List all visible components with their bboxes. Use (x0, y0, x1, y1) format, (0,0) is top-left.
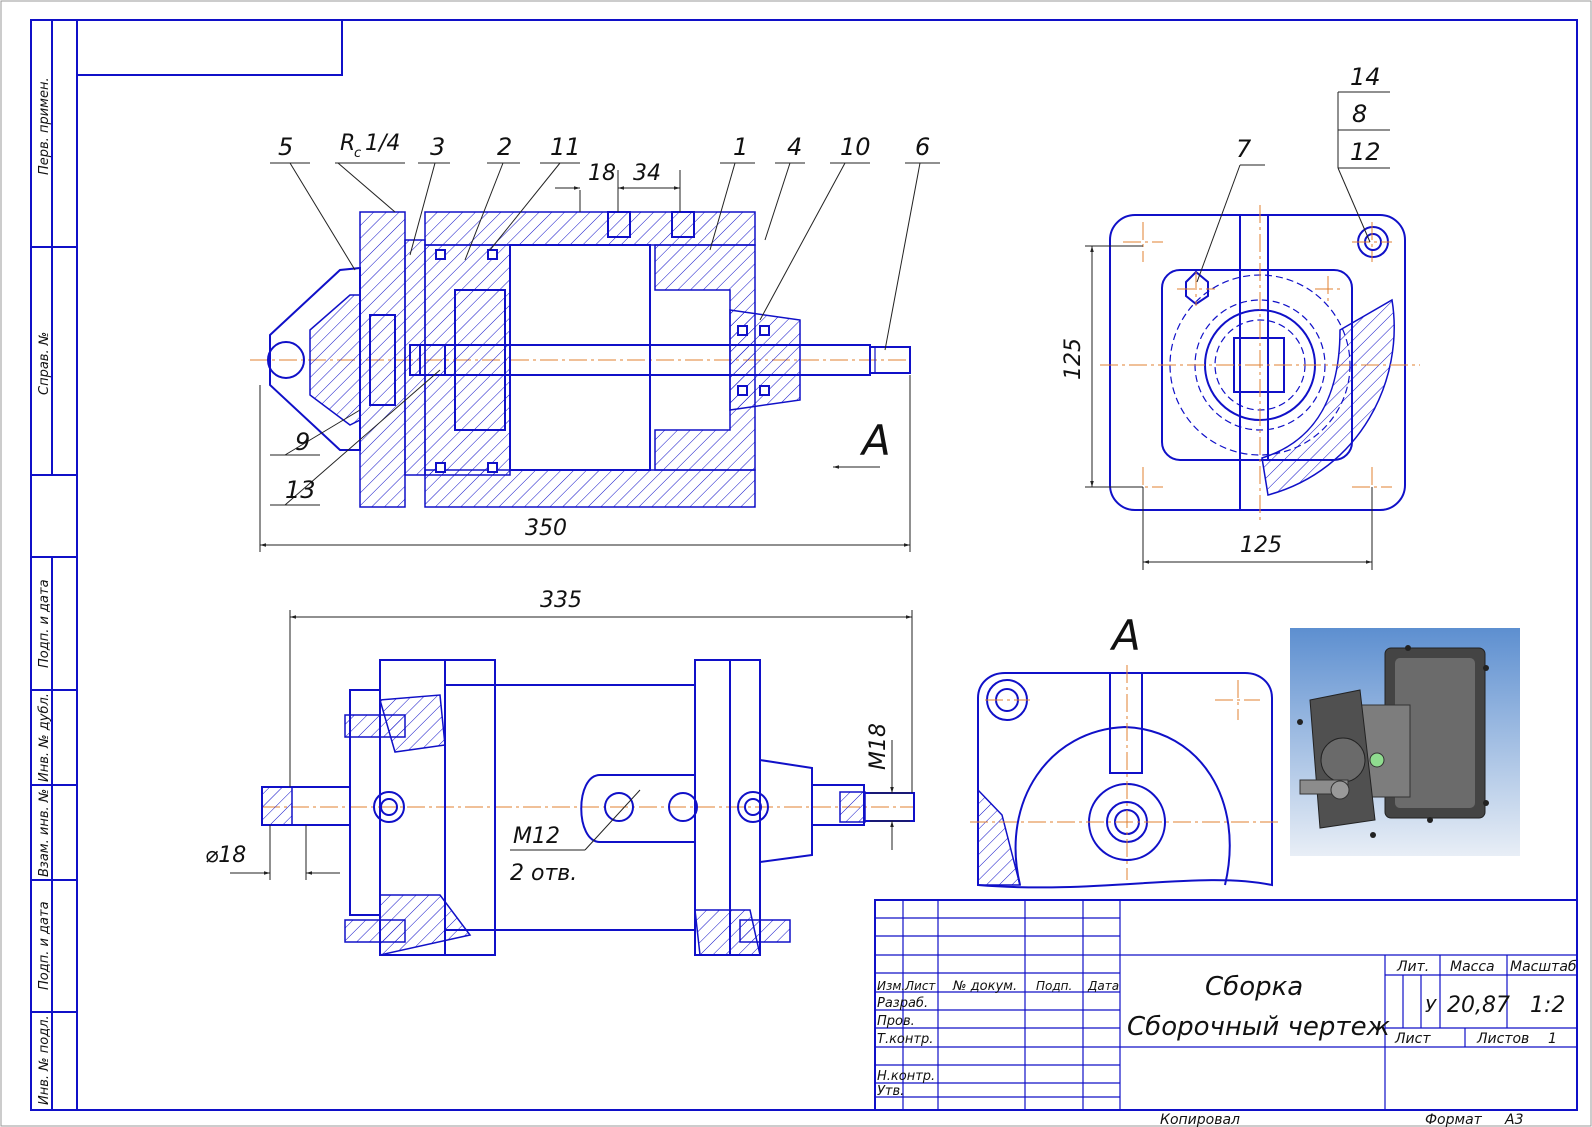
callout-label: 6 (915, 133, 930, 161)
dimension-label: 350 (525, 516, 567, 541)
role-label: Утв. (877, 1084, 904, 1099)
section-annotations: 5 R c 1/4 3 2 11 1 4 10 6 9 13 18 34 350… (259, 131, 940, 552)
drawing-title: Сборка (1205, 972, 1303, 1002)
row-header: № докум. (952, 979, 1017, 994)
column-header: Масса (1450, 959, 1495, 975)
dimension-label: 125 (1240, 533, 1282, 558)
side-label: Подп. и дата (37, 901, 52, 990)
mass-value: 20,87 (1447, 993, 1510, 1018)
title-block: Изм. Лист № докум. Подп. Дата Разраб. Пр… (874, 899, 1578, 1111)
dimension-label: 125 (1061, 338, 1086, 380)
plan-view-annotations: 335 M18 ⌀18 M12 2 отв. (205, 588, 913, 886)
scale-value: 1:2 (1530, 993, 1565, 1018)
end-view-annotations: 7 14 8 12 125 125 (1061, 63, 1390, 570)
role-label: Разраб. (877, 996, 928, 1011)
callout-label: 7 (1236, 135, 1252, 163)
format-label: Формат (1425, 1112, 1483, 1127)
thread-label: M12 (513, 824, 560, 849)
callout-label: 3 (430, 133, 445, 161)
format-value: A3 (1504, 1112, 1523, 1127)
callout-label: 10 (840, 133, 871, 161)
plan-view (261, 659, 915, 956)
callout-label: 13 (285, 476, 316, 504)
dimension-label: 335 (540, 588, 582, 613)
row-header: Лист (904, 979, 936, 993)
column-header: Масштаб (1510, 959, 1577, 975)
row-header: Дата (1087, 979, 1119, 993)
dimension-label: 34 (633, 161, 661, 186)
callout-label: 11 (550, 133, 581, 161)
thread-label: 1/4 (365, 131, 400, 156)
thread-subscript: c (354, 146, 361, 161)
sheets-label: Листов (1476, 1031, 1529, 1047)
callout-label: 1 (733, 133, 748, 161)
sheet-label: Лист (1394, 1031, 1431, 1047)
stack-label: 12 (1350, 138, 1381, 166)
thread-symbol: R (340, 131, 355, 156)
end-view (1100, 205, 1420, 520)
dimension-label: M18 (866, 723, 891, 770)
side-label: Подп. и дата (37, 579, 52, 668)
role-label: Н.контр. (877, 1069, 935, 1084)
dimension-label: 18 (588, 161, 616, 186)
side-strip: Перв. примен. Справ. № Подп. и дата Инв.… (30, 20, 78, 1111)
side-label: Инв. № дубл. (37, 693, 52, 782)
stack-label: 14 (1350, 63, 1381, 91)
callout-label: 9 (295, 428, 310, 456)
role-label: Т.контр. (877, 1032, 933, 1047)
callout-label: 4 (787, 133, 802, 161)
callout-label: 5 (278, 133, 293, 161)
view-a: A (970, 611, 1280, 889)
drawing-subtitle: Сборочный чертеж (1127, 1012, 1391, 1042)
column-header: Лит. (1396, 959, 1429, 975)
render-image (1290, 628, 1520, 856)
copied-label: Копировал (1160, 1112, 1240, 1127)
side-label: Инв. № подл. (37, 1015, 52, 1105)
side-label: Справ. № (37, 332, 52, 395)
stack-label: 8 (1352, 100, 1367, 128)
dimension-label: ⌀18 (205, 843, 246, 868)
lit-value: У (1425, 996, 1437, 1017)
callout-label: 2 (497, 133, 512, 161)
side-label: Взам. инв. № (37, 789, 52, 877)
section-view (250, 211, 911, 508)
hole-count-label: 2 отв. (510, 861, 577, 886)
role-label: Пров. (877, 1014, 915, 1029)
view-label: A (1109, 611, 1141, 660)
side-label: Перв. примен. (37, 77, 52, 175)
row-header: Подп. (1036, 979, 1072, 993)
footer: Копировал Формат A3 (1160, 1112, 1523, 1127)
view-arrow-label: A (859, 416, 891, 465)
sheets-value: 1 (1548, 1031, 1557, 1047)
row-header: Изм. (877, 979, 905, 993)
